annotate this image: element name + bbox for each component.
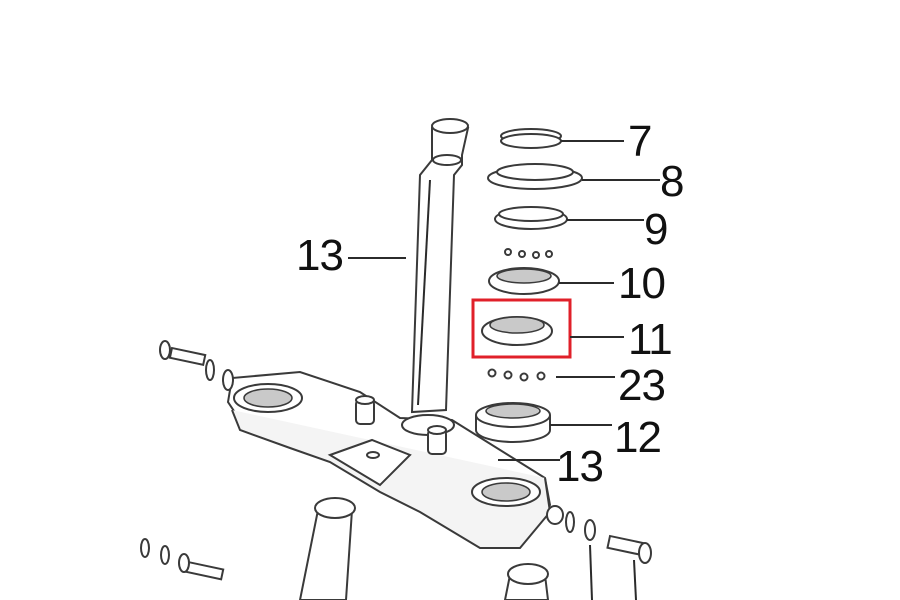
- ball-bearings-lower: [487, 368, 546, 382]
- highlight-box: [471, 298, 572, 359]
- part-8-cover: [487, 163, 583, 190]
- left-lower-bolt: [140, 538, 225, 581]
- callout-12: 12: [614, 413, 661, 462]
- left-fork-tube: [298, 497, 356, 600]
- part-11-cup: [481, 316, 553, 346]
- callout-7: 7: [628, 117, 651, 166]
- leader-lines: [348, 140, 660, 461]
- part-7-nut: [500, 128, 562, 149]
- callout-11: 11: [628, 315, 672, 364]
- callout-13-clamp: 13: [556, 442, 603, 491]
- triple-clamp: [226, 370, 564, 549]
- steering-stem: [410, 118, 470, 414]
- callout-9: 9: [644, 205, 667, 254]
- part-12-cone: [475, 402, 551, 443]
- callout-10: 10: [618, 259, 665, 308]
- right-fork-tube: [503, 563, 550, 600]
- callout-8: 8: [660, 157, 683, 206]
- left-upper-bolt: [159, 340, 234, 391]
- right-bolt: [565, 511, 652, 600]
- callout-23: 23: [618, 361, 665, 410]
- ball-bearings-upper: [504, 248, 553, 259]
- callout-13-stem: 13: [296, 231, 343, 280]
- part-10-cup: [488, 267, 560, 295]
- part-9-race: [494, 206, 568, 230]
